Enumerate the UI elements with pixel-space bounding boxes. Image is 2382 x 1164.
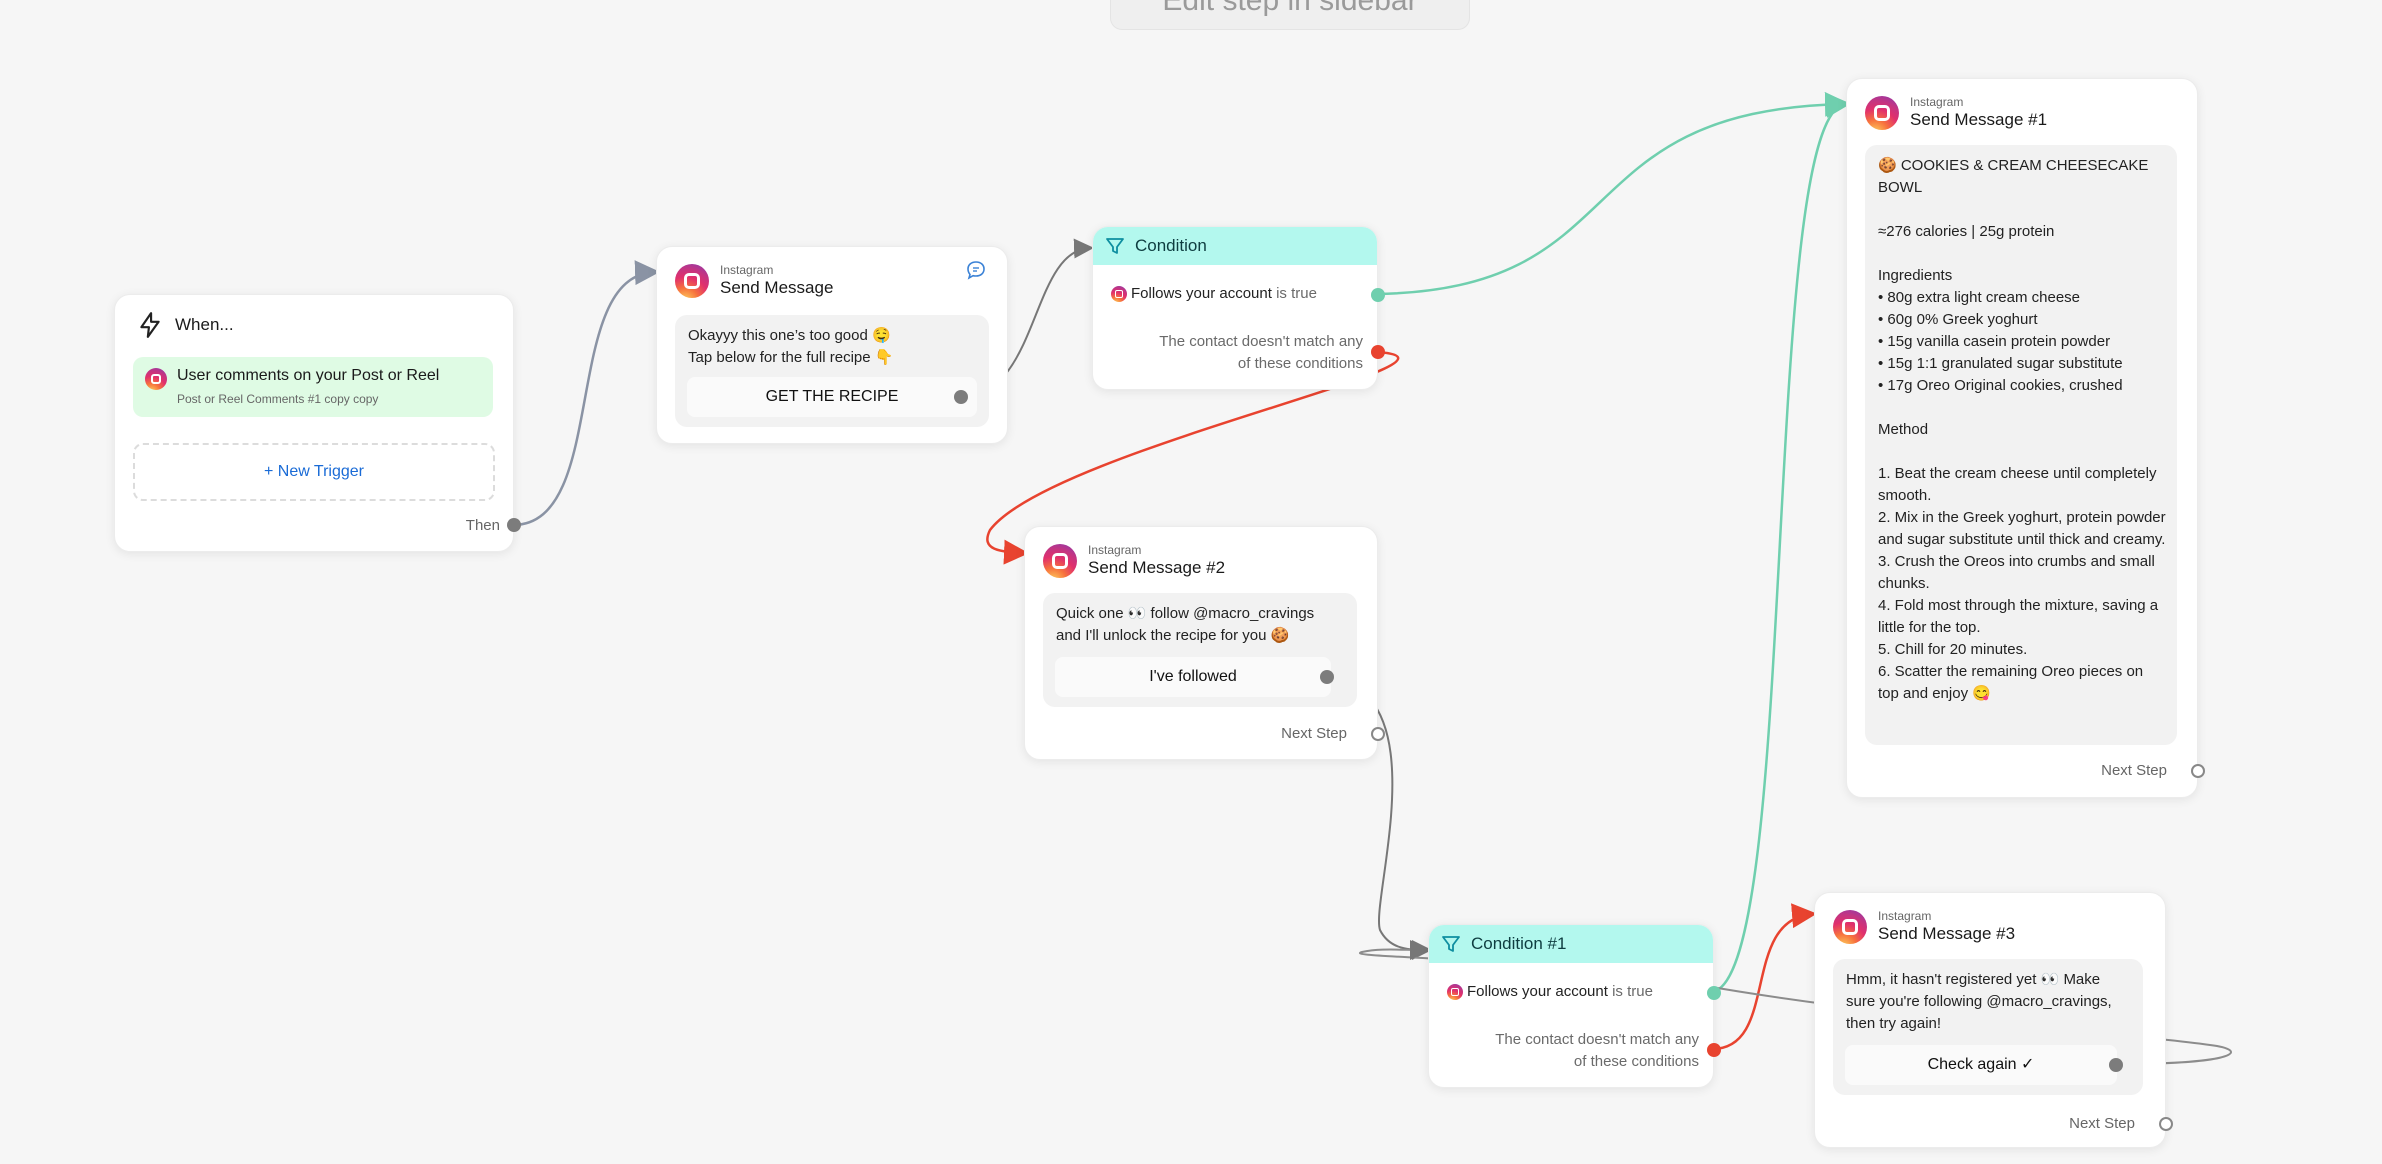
- trigger-item[interactable]: User comments on your Post or Reel Post …: [133, 357, 493, 417]
- next-step-connector[interactable]: [2191, 764, 2205, 778]
- rule-label: Follows your account: [1131, 285, 1272, 302]
- true-connector[interactable]: [1371, 288, 1385, 302]
- send-message-3-node[interactable]: Instagram Send Message #3 Hmm, it hasn't…: [1814, 892, 2173, 1148]
- next-step-label: Next Step: [2069, 1115, 2135, 1132]
- instagram-icon: [1447, 983, 1463, 1000]
- send-message-node[interactable]: Instagram Send Message Okayyy this one’s…: [656, 246, 1008, 444]
- next-step-label: Next Step: [1281, 725, 1347, 742]
- lightning-icon: [140, 312, 160, 338]
- send-message-2-node[interactable]: Instagram Send Message #2 Quick one 👀 fo…: [1024, 526, 1385, 760]
- edit-step-hint: Edit step in sidebar: [1110, 0, 1470, 30]
- node-title: Send Message #2: [1088, 558, 1226, 577]
- instagram-icon: [1833, 910, 1867, 944]
- instagram-icon: [675, 264, 709, 298]
- true-connector[interactable]: [1707, 986, 1721, 1000]
- edge-condition-1-false-to-message-3: [1711, 903, 1817, 1051]
- trigger-item-title: User comments on your Post or Reel: [177, 367, 440, 384]
- button-connector[interactable]: [2109, 1058, 2123, 1072]
- false-connector[interactable]: [1707, 1043, 1721, 1057]
- trigger-item-subtitle: Post or Reel Comments #1 copy copy: [177, 392, 379, 406]
- platform-label: Instagram: [1910, 95, 1964, 109]
- message-text: Hmm, it hasn't registered yet 👀 Make sur…: [1846, 971, 2112, 1032]
- platform-label: Instagram: [720, 263, 774, 277]
- trigger-title: When...: [175, 315, 234, 334]
- condition-node[interactable]: Condition Follows your account is true T…: [1092, 226, 1385, 390]
- check-again-button[interactable]: Check again ✓: [1845, 1045, 2117, 1085]
- message-box: Okayyy this one’s too good 🤤 Tap below f…: [675, 315, 989, 427]
- instagram-icon: [1111, 285, 1127, 302]
- platform-label: Instagram: [1088, 543, 1142, 557]
- message-text: Quick one 👀 follow @macro_cravings and I…: [1056, 605, 1315, 644]
- instagram-icon: [1865, 96, 1899, 130]
- comment-icon: [967, 261, 985, 280]
- button-connector[interactable]: [1320, 670, 1334, 684]
- new-trigger-button[interactable]: + New Trigger: [133, 443, 495, 501]
- message-text: 🍪 COOKIES & CREAM CHEESECAKE BOWL ≈276 c…: [1878, 157, 2166, 702]
- condition-title: Condition: [1135, 236, 1207, 255]
- node-title: Send Message: [720, 278, 834, 297]
- condition-header: Condition: [1093, 227, 1377, 265]
- no-match-label: The contact doesn't match any of these c…: [1495, 1031, 1699, 1070]
- edge-condition-1-true-to-message-1: [1711, 93, 1851, 994]
- condition-rule[interactable]: Follows your account is true: [1111, 285, 1317, 302]
- trigger-node[interactable]: When... User comments on your Post or Re…: [114, 294, 521, 552]
- then-connector[interactable]: [507, 518, 521, 532]
- node-title: Send Message #3: [1878, 924, 2016, 943]
- false-connector[interactable]: [1371, 345, 1385, 359]
- condition-rule[interactable]: Follows your account is true: [1447, 983, 1653, 1000]
- next-step-connector[interactable]: [1371, 727, 1385, 741]
- rule-value: is true: [1276, 285, 1317, 302]
- ive-followed-button[interactable]: I've followed: [1055, 657, 1331, 697]
- rule-value: is true: [1612, 983, 1653, 1000]
- no-match-label: The contact doesn't match any of these c…: [1159, 333, 1363, 372]
- message-box: Quick one 👀 follow @macro_cravings and I…: [1043, 593, 1357, 707]
- next-step-connector[interactable]: [2159, 1117, 2173, 1131]
- node-title: Send Message #1: [1910, 110, 2048, 129]
- filter-icon: [1106, 238, 1124, 254]
- button-connector[interactable]: [954, 390, 968, 404]
- get-recipe-button[interactable]: GET THE RECIPE: [687, 377, 977, 417]
- edge-trigger-to-send-message: [512, 260, 660, 527]
- next-step-label: Next Step: [2101, 762, 2167, 779]
- then-label: Then: [465, 517, 500, 534]
- platform-label: Instagram: [1878, 909, 1932, 923]
- message-box: 🍪 COOKIES & CREAM CHEESECAKE BOWL ≈276 c…: [1865, 145, 2177, 745]
- instagram-icon: [145, 368, 167, 390]
- filter-icon: [1442, 936, 1460, 952]
- condition-1-node[interactable]: Condition #1 Follows your account is tru…: [1428, 924, 1721, 1088]
- send-message-1-node[interactable]: Instagram Send Message #1 🍪 COOKIES & CR…: [1846, 78, 2205, 798]
- condition-title: Condition #1: [1471, 934, 1567, 953]
- message-box: Hmm, it hasn't registered yet 👀 Make sur…: [1833, 959, 2143, 1095]
- message-text: Okayyy this one’s too good 🤤 Tap below f…: [688, 327, 894, 366]
- condition-header: Condition #1: [1429, 925, 1713, 963]
- instagram-icon: [1043, 544, 1077, 578]
- rule-label: Follows your account: [1467, 983, 1608, 1000]
- edge-condition-true-to-message-1: [1375, 91, 1850, 296]
